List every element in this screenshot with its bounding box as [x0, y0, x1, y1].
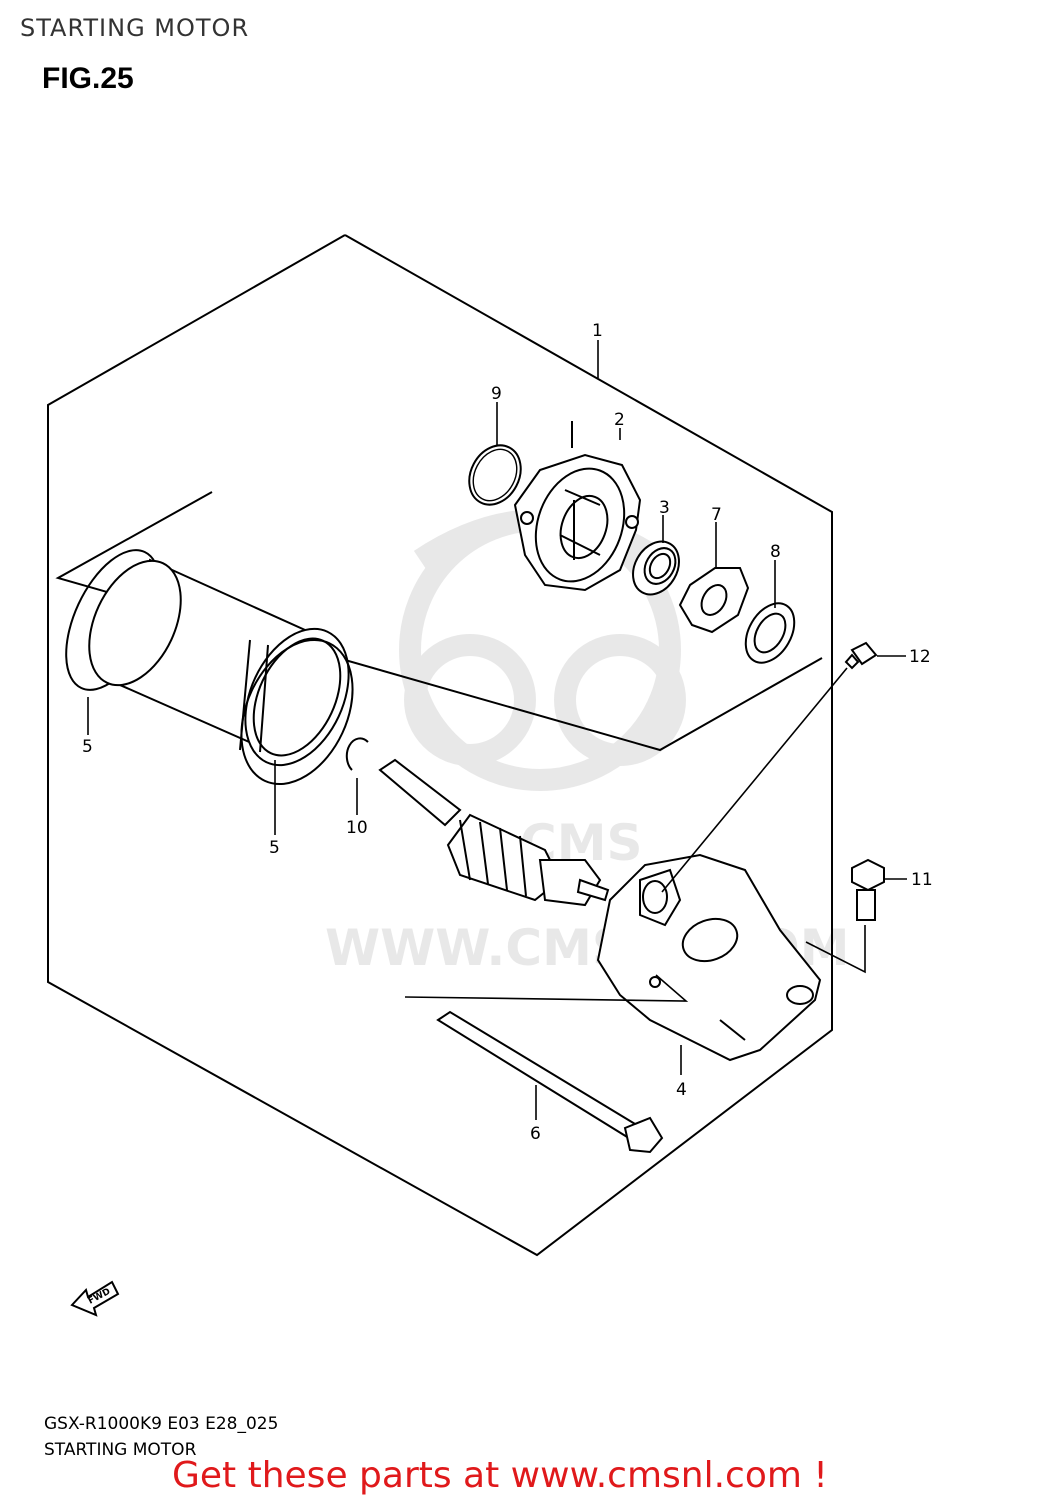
- part-4-rear-housing: [596, 853, 822, 1062]
- figure-label: FIG.25: [42, 62, 134, 95]
- callout-9: 9: [491, 384, 502, 404]
- callout-2: 2: [614, 410, 625, 430]
- part-7-lock-washer: [678, 567, 750, 634]
- footer-title: STARTING MOTOR: [44, 1440, 197, 1460]
- callout-10: 10: [346, 818, 368, 838]
- callout-5b: 5: [269, 838, 280, 858]
- callout-1: 1: [592, 321, 603, 341]
- callout-8: 8: [770, 542, 781, 562]
- leader-lines: [87, 340, 907, 1120]
- part-9-o-ring-inner: [472, 448, 518, 502]
- callout-5a: 5: [82, 737, 93, 757]
- subassembly-bracket: [55, 491, 823, 752]
- promo-link[interactable]: Get these parts at www.cmsnl.com !: [172, 1455, 828, 1496]
- part-9-o-ring: [468, 444, 522, 506]
- part-5-o-ring-right: [240, 638, 354, 786]
- assembly-frame: [47, 234, 833, 1257]
- callout-11: 11: [911, 870, 933, 890]
- callout-12: 12: [909, 647, 931, 667]
- part-12-screw: [844, 641, 878, 670]
- callout-3: 3: [659, 498, 670, 518]
- page-header-title: STARTING MOTOR: [20, 14, 250, 42]
- callout-6: 6: [530, 1124, 541, 1144]
- diagram-reference-code: GSX-R1000K9 E03 E28_025: [44, 1414, 279, 1434]
- part-8-washer: [744, 602, 796, 664]
- part-armature: [378, 758, 610, 907]
- part-3-bearing: [632, 540, 680, 596]
- fwd-arrow-icon: FWD: [70, 1280, 120, 1317]
- part-10-circlip: [345, 737, 369, 771]
- part-2-end-cover: [513, 453, 642, 592]
- part-11-bolt: [851, 858, 885, 921]
- callout-4: 4: [676, 1080, 687, 1100]
- callout-7: 7: [711, 505, 722, 525]
- part-6-through-bolt: [436, 1010, 664, 1154]
- callouts: 1 2 3 4 5 5 6 7 8 9 10 11 12: [82, 321, 933, 1144]
- part-yoke-housing: [88, 558, 350, 767]
